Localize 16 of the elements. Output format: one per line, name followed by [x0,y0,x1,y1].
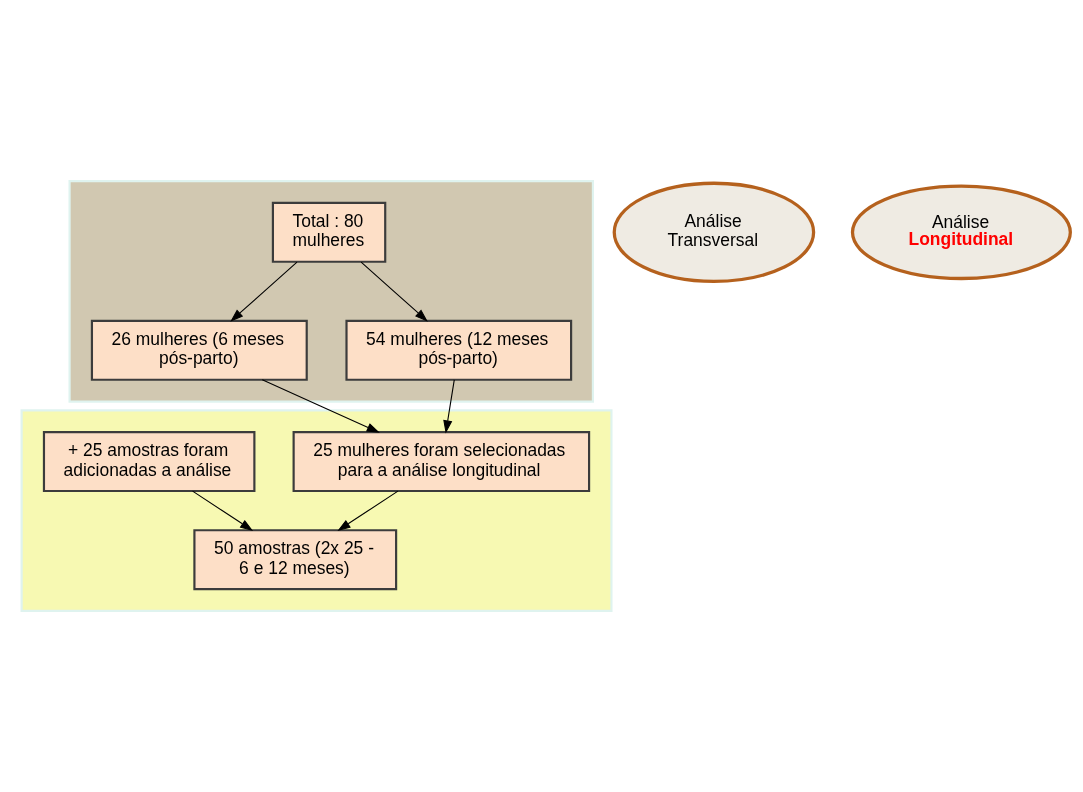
node-box: 54 mulheres (12 meses pós-parto) [345,319,573,381]
cluster [68,180,594,403]
node-box: 26 mulheres (6 meses pós-parto) [90,319,308,381]
arrow [192,490,254,531]
node-box: 50 amostras (2x 25 - 6 e 12 meses) [193,529,398,591]
node-ellipse: Análise Longitudinal [850,184,1072,281]
arrow [337,490,399,531]
cluster [20,409,613,612]
arrow [443,379,455,434]
node-box: 25 mulheres foram selecionadas para a análise longitudinal [292,431,591,493]
node-box: + 25 amostras foram adicionadas a análise [42,431,256,493]
arrow [230,261,298,322]
arrow [261,379,380,433]
node-ellipse: Análise Transversal [612,181,816,284]
node-box: Total : 80 mulheres [271,201,387,263]
arrow [360,261,428,322]
